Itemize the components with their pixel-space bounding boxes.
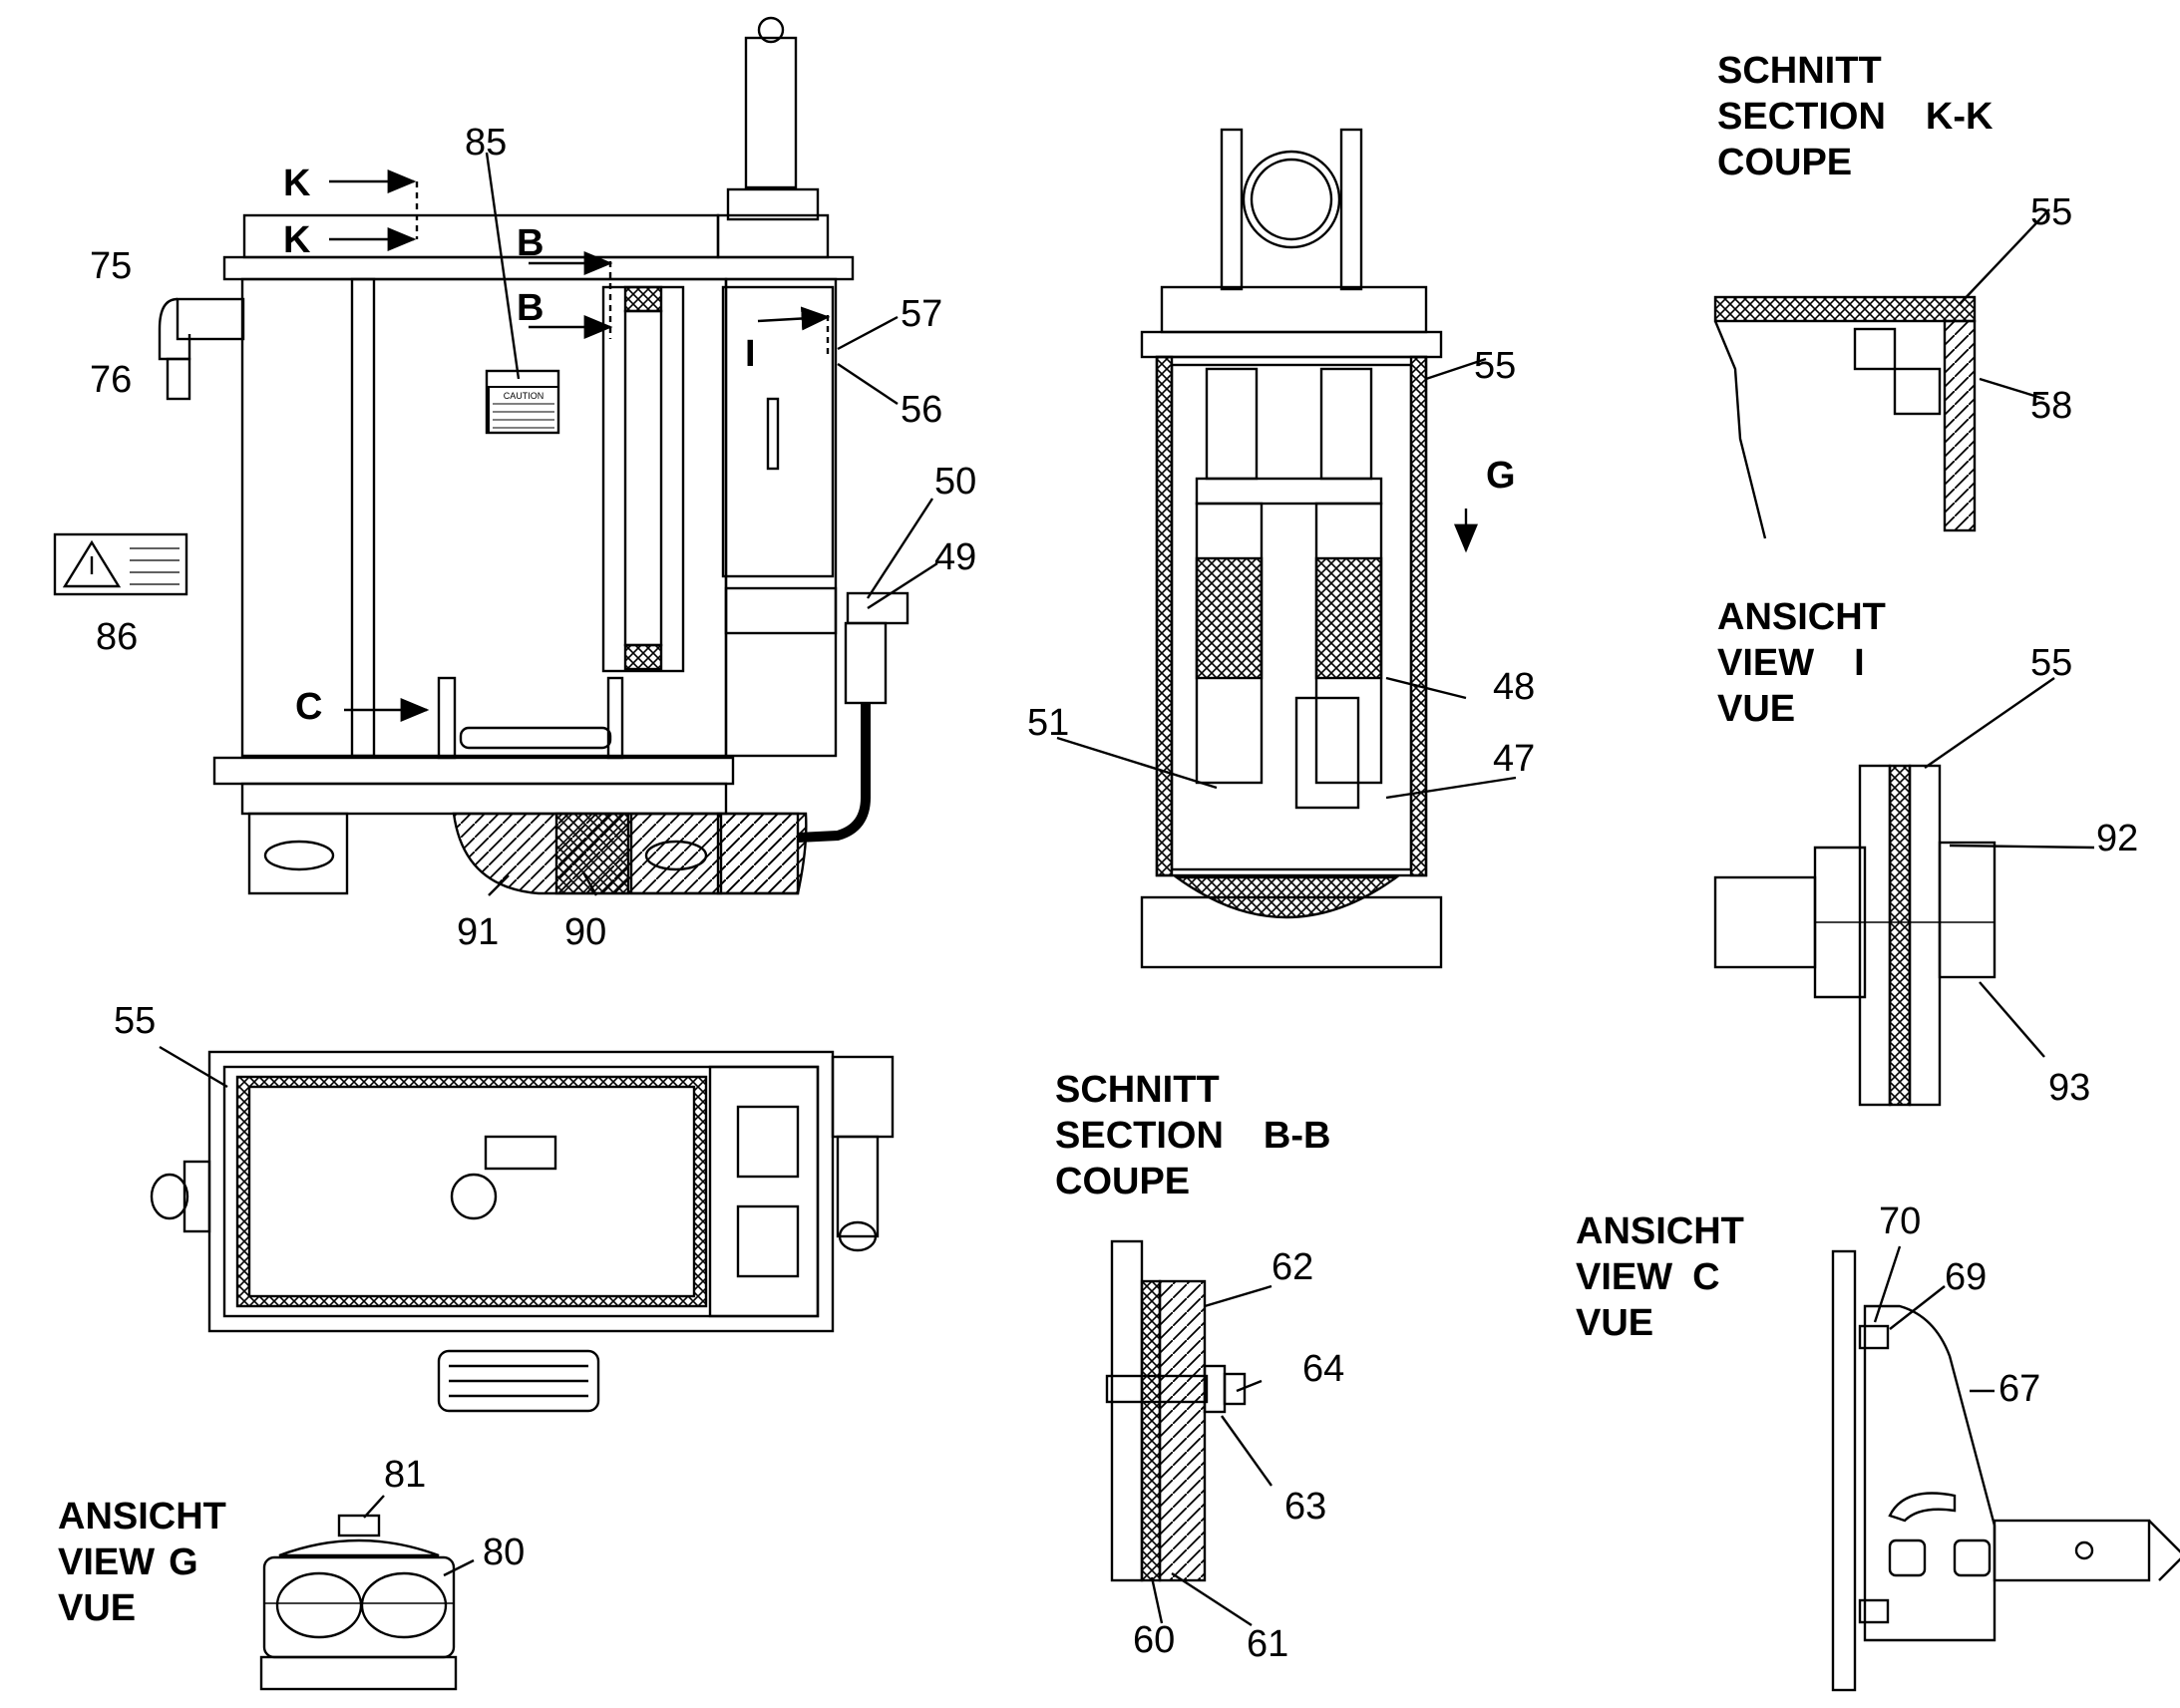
section-marker-c: C bbox=[295, 686, 323, 728]
view-g-detail bbox=[259, 1495, 475, 1691]
title-view-i-line1: ANSICHT bbox=[1717, 596, 1886, 638]
section-marker-i: I bbox=[745, 333, 756, 375]
part-label-57: 57 bbox=[901, 293, 943, 335]
part-label-92: 92 bbox=[2096, 818, 2139, 859]
title-section-bb-line1: SCHNITT bbox=[1055, 1069, 1220, 1111]
part-label-56: 56 bbox=[901, 389, 943, 431]
view-c-detail bbox=[1831, 1245, 2180, 1692]
part-label-63: 63 bbox=[1284, 1486, 1327, 1528]
part-label-85: 85 bbox=[465, 122, 508, 164]
title-section-kk-line3: COUPE bbox=[1717, 142, 1853, 183]
section-marker-k1: K bbox=[283, 163, 311, 204]
part-label-55-kk: 55 bbox=[2030, 191, 2073, 233]
part-label-75: 75 bbox=[90, 245, 133, 287]
title-section-bb-line3: COUPE bbox=[1055, 1161, 1191, 1202]
title-view-c-line1: ANSICHT bbox=[1576, 1210, 1744, 1252]
title-view-i-line3: VUE bbox=[1717, 688, 1796, 730]
part-label-55-i: 55 bbox=[2030, 642, 2073, 684]
title-section-kk-line1: SCHNITT bbox=[1717, 50, 1882, 92]
part-label-76: 76 bbox=[90, 359, 133, 401]
part-label-90: 90 bbox=[564, 911, 607, 953]
section-marker-k2: K bbox=[283, 219, 311, 261]
front-view bbox=[1056, 128, 1517, 969]
part-label-67: 67 bbox=[1998, 1368, 2041, 1410]
part-label-69: 69 bbox=[1945, 1256, 1988, 1298]
title-view-g-line3: VUE bbox=[58, 1587, 137, 1629]
part-label-62: 62 bbox=[1272, 1246, 1314, 1288]
title-view-g-line1: ANSICHT bbox=[58, 1496, 226, 1537]
part-label-60: 60 bbox=[1133, 1619, 1176, 1661]
part-label-86: 86 bbox=[96, 616, 139, 658]
section-kk-detail bbox=[1713, 208, 2050, 539]
title-view-c-line3: VUE bbox=[1576, 1302, 1654, 1344]
section-marker-b2: B bbox=[517, 287, 545, 329]
part-label-47: 47 bbox=[1493, 738, 1536, 780]
part-label-64: 64 bbox=[1302, 1348, 1345, 1390]
part-label-50: 50 bbox=[934, 461, 977, 503]
part-label-55-front: 55 bbox=[1474, 345, 1517, 387]
caution-plate bbox=[488, 386, 559, 434]
caution-plate-heading: CAUTION bbox=[504, 391, 545, 401]
side-view bbox=[158, 16, 938, 896]
part-label-51: 51 bbox=[1027, 702, 1070, 744]
view-arrow-i bbox=[757, 306, 831, 331]
part-label-58: 58 bbox=[2030, 385, 2073, 427]
part-label-93: 93 bbox=[2048, 1067, 2091, 1109]
section-marker-b1: B bbox=[517, 222, 545, 264]
section-marker-g: G bbox=[1486, 455, 1516, 497]
part-label-48: 48 bbox=[1493, 666, 1536, 708]
warning-plate bbox=[53, 532, 188, 596]
part-label-91: 91 bbox=[457, 911, 500, 953]
section-bb-detail bbox=[1105, 1239, 1272, 1627]
view-i-detail bbox=[1713, 677, 2095, 1107]
top-view bbox=[150, 1045, 895, 1413]
part-label-49: 49 bbox=[934, 536, 977, 578]
part-label-80: 80 bbox=[483, 1532, 526, 1573]
part-label-55-top: 55 bbox=[114, 1000, 157, 1042]
part-label-70: 70 bbox=[1879, 1200, 1922, 1242]
part-label-61: 61 bbox=[1247, 1623, 1289, 1665]
part-label-81: 81 bbox=[384, 1454, 427, 1496]
